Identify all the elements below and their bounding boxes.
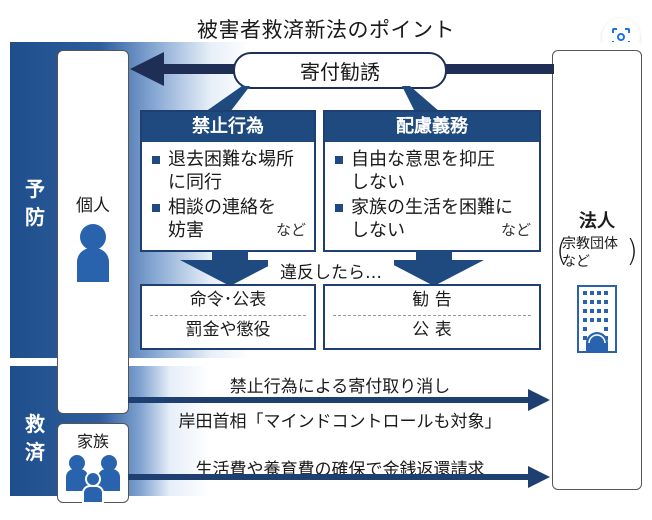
person-icon: [77, 224, 109, 282]
etc-note: など: [275, 221, 306, 239]
building-icon: [577, 285, 617, 353]
penalty-right-box: 勧 告 公 表: [323, 284, 541, 350]
family-box: 家族: [57, 423, 129, 503]
duty-item: 家族の生活を困難にしないなど: [335, 196, 531, 242]
down-arrow-left: [180, 250, 280, 286]
prohibited-item: 退去困難な場所に同行: [152, 148, 306, 194]
etc-note: など: [500, 221, 531, 239]
prohibited-item: 相談の連絡を妨害など: [152, 196, 306, 242]
relief-arrow-1-label: 禁止行為による寄付取り消し: [229, 377, 451, 397]
bullet-square-icon: [152, 156, 160, 164]
penalty-right-top: 勧 告: [412, 290, 452, 310]
relief-label: 救 済: [25, 412, 45, 464]
corporation-sublabel: ( 宗教団体 など ): [556, 234, 638, 271]
relief-arrow-1-note: 岸田首相「マインドコントロールも対象」: [178, 412, 502, 432]
dashed-divider: [333, 315, 531, 316]
penalty-right-bottom: 公 表: [412, 320, 452, 340]
bullet-square-icon: [335, 204, 343, 212]
lens-scan-icon: [612, 28, 630, 46]
duty-of-care-panel: 配慮義務 自由な意思を抑圧しない 家族の生活を困難にしないなど: [323, 110, 541, 252]
relief-arrow-2: [128, 466, 550, 488]
family-icon: [66, 455, 120, 503]
dashed-divider: [150, 315, 306, 316]
diagram-title: 被害者救済新法のポイント: [197, 18, 455, 42]
duty-item: 自由な意思を抑圧しない: [335, 148, 531, 194]
penalty-left-bottom: 罰金や懲役: [185, 320, 271, 340]
family-label: 家族: [76, 432, 109, 451]
solicitation-pill: 寄付勧誘: [233, 52, 447, 89]
connector-lines: [205, 86, 440, 112]
individual-box: 個人: [57, 50, 129, 414]
down-arrow-right: [384, 250, 484, 286]
penalty-left-top: 命令･公表: [189, 290, 267, 310]
corporation-box: 法人 ( 宗教団体 など ): [552, 50, 642, 490]
bullet-square-icon: [152, 204, 160, 212]
prohibited-acts-header: 禁止行為: [142, 112, 314, 142]
violation-label: 違反したら…: [268, 258, 394, 283]
penalty-left-box: 命令･公表 罰金や懲役: [140, 284, 316, 350]
prohibited-acts-panel: 禁止行為 退去困難な場所に同行 相談の連絡を妨害など: [140, 110, 316, 252]
duty-of-care-header: 配慮義務: [325, 112, 539, 142]
individual-label: 個人: [76, 196, 110, 216]
corporation-label: 法人: [579, 211, 615, 232]
relief-arrow-1: [128, 389, 550, 411]
bullet-square-icon: [335, 156, 343, 164]
prevention-label: 予 防: [25, 177, 45, 229]
